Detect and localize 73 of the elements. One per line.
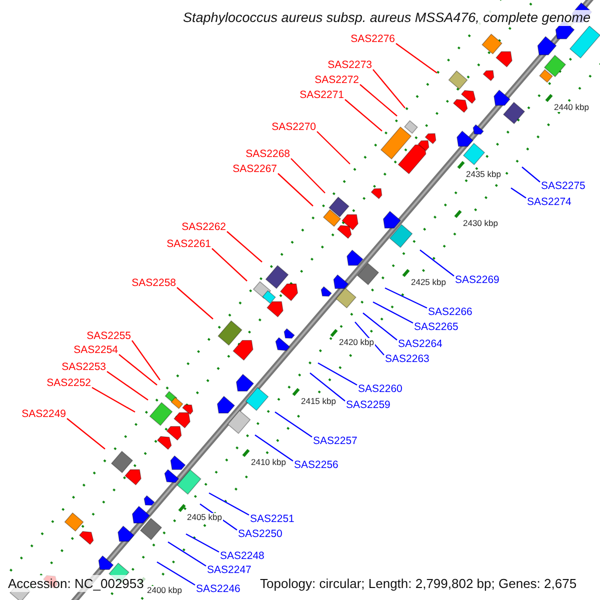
gene-label: SAS2262 <box>182 222 226 232</box>
leader-line <box>118 354 158 386</box>
scale-label: 2410 kbp <box>250 458 287 466</box>
leader-line <box>360 84 398 116</box>
leader-line <box>92 386 136 413</box>
scale-label: 2405 kbp <box>186 513 223 522</box>
leader-line <box>316 131 350 164</box>
gene-label: SAS2249 <box>22 409 66 420</box>
gene-label: SAS2256 <box>294 460 338 470</box>
gene-label: SAS2260 <box>358 384 402 394</box>
leader-line <box>372 301 414 324</box>
scale-label: 2400 kbp <box>146 586 183 594</box>
leader-line <box>212 248 248 282</box>
leader-line <box>510 188 526 198</box>
leader-line <box>372 69 406 108</box>
gene-label: SAS2271 <box>300 90 344 100</box>
gene-label: SAS2259 <box>346 400 390 410</box>
leader-line <box>156 561 196 586</box>
scale-label: 2435 kbp <box>465 170 502 178</box>
gene-label: SAS2251 <box>250 514 294 524</box>
gene-label: SAS2264 <box>398 339 442 350</box>
gene-label: SAS2261 <box>166 239 211 250</box>
leader-line <box>106 371 148 400</box>
scale-label: 2430 kbp <box>462 219 499 228</box>
leader-line <box>66 418 106 450</box>
gene-label: SAS2258 <box>132 278 176 288</box>
leader-line <box>396 43 438 74</box>
gene-label: SAS2255 <box>86 331 131 342</box>
leader-line <box>290 158 326 194</box>
leader-line <box>254 434 294 462</box>
gene-label: SAS2250 <box>238 529 282 540</box>
gene-label: SAS2253 <box>62 362 106 372</box>
leader-line <box>362 312 398 340</box>
leader-line <box>420 250 454 276</box>
gene-label: SAS2246 <box>196 584 240 594</box>
gene-label: SAS2273 <box>328 60 372 70</box>
gene-label: SAS2252 <box>46 378 91 388</box>
leader-line <box>274 412 312 438</box>
diagram-title: Staphylococcus aureus subsp. aureus MSSA476, complete genome <box>180 10 594 26</box>
leader-line <box>318 362 358 386</box>
gene-label: SAS2276 <box>350 34 395 44</box>
gene-label: SAS2254 <box>74 345 118 356</box>
leader-line <box>208 492 250 516</box>
leader-line <box>226 231 262 262</box>
leader-line <box>354 322 384 356</box>
gene-label: SAS2257 <box>313 436 358 446</box>
leader-line <box>132 340 160 380</box>
scale-label: 2420 kbp <box>338 338 375 346</box>
leader-line <box>522 166 540 182</box>
gene-label: SAS2270 <box>272 122 316 132</box>
leader-line <box>176 287 214 320</box>
gene-label: SAS2275 <box>541 181 586 192</box>
gene-label: SAS2247 <box>207 565 252 576</box>
leader-line <box>278 173 314 206</box>
gene-label: SAS2268 <box>246 149 290 160</box>
leader-line <box>200 504 238 530</box>
gene-label: SAS2272 <box>314 75 359 86</box>
gene-label: SAS2269 <box>455 275 500 286</box>
leader-line <box>168 542 206 566</box>
scale-label: 2425 kbp <box>410 278 447 286</box>
gene-label: SAS2267 <box>232 164 277 174</box>
gene-label: SAS2248 <box>220 551 264 562</box>
leader-line <box>344 99 382 132</box>
gene-label: SAS2274 <box>527 197 572 208</box>
leader-line <box>186 533 220 553</box>
leader-line <box>384 287 428 309</box>
leader-line <box>310 372 346 402</box>
gene-label: SAS2265 <box>414 322 458 332</box>
accession-label: Accession: NC_002953 <box>6 575 146 592</box>
scale-label: 2440 kbp <box>553 103 590 112</box>
gene-label: SAS2263 <box>385 354 430 364</box>
gene-label: SAS2266 <box>428 307 472 318</box>
scale-label: 2415 kbp <box>300 397 337 406</box>
